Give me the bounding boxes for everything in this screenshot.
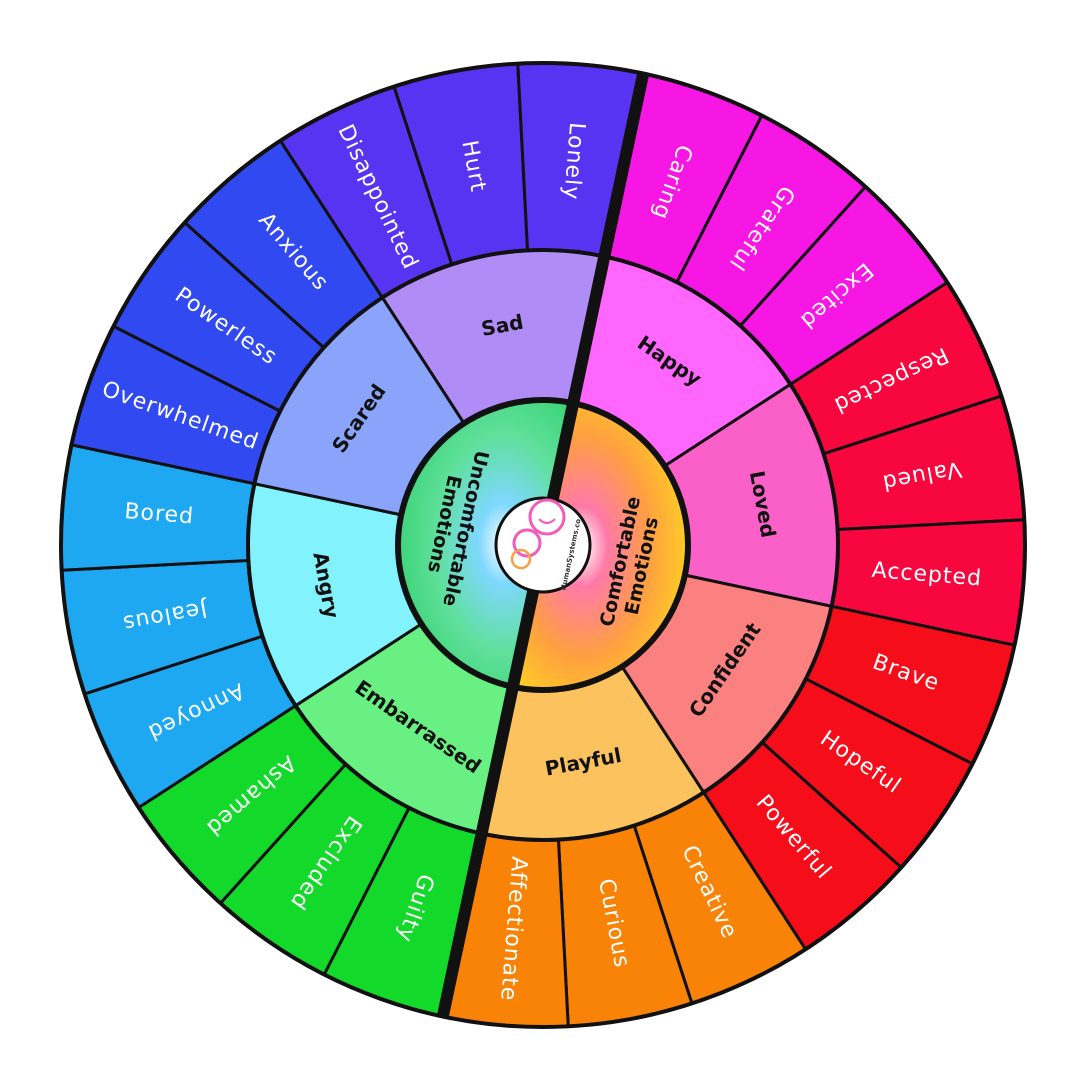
logo-face-icon	[528, 498, 566, 536]
middle-ring: SadHappyLovedConfidentPlayfulEmbarrassed…	[246, 248, 840, 842]
logo: HumanSystems.co	[494, 496, 592, 594]
outer-label-bored: Bored	[124, 499, 195, 529]
outer-label-lonely: Lonely	[558, 121, 589, 201]
